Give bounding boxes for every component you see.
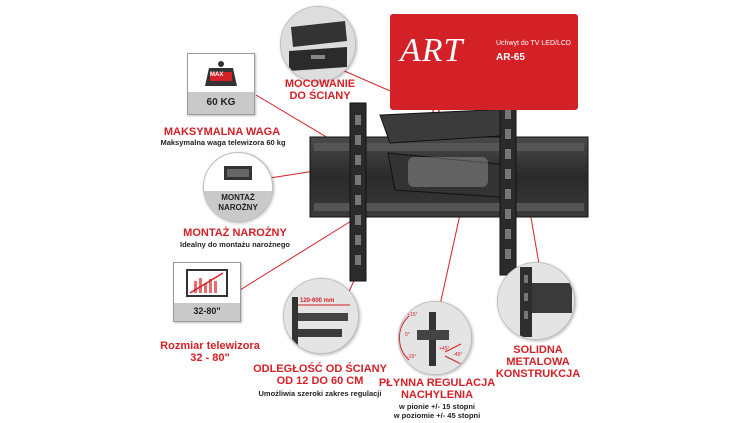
- tilt-angle-left: +45°: [439, 346, 450, 352]
- solid-construction-illustration: [498, 263, 574, 339]
- tv-size-range: 32-80": [193, 306, 221, 316]
- weight-value: 60 KG: [206, 97, 236, 108]
- wall-distance-title: ODLEGŁOŚĆ OD ŚCIANY OD 12 DO 60 CM: [250, 363, 390, 387]
- tv-size-box: 32-80": [173, 262, 241, 322]
- max-weight-box: MAX 60 KG: [187, 53, 255, 115]
- brand-panel: ART Uchwyt do TV LED/LCD AR-65: [390, 14, 578, 110]
- tilt-angle-right: -45°: [453, 352, 463, 358]
- tv-size-icon: [186, 269, 228, 297]
- solid-construction-title: SOLIDNA METALOWA KONSTRUKCJA: [488, 344, 588, 380]
- product-model: AR-65: [496, 52, 525, 63]
- weight-icon: [205, 61, 237, 86]
- tilt-adjust-circle: +15° 0° -15° +45° -45°: [398, 301, 472, 375]
- tilt-adjust-title: PŁYNNA REGULACJA NACHYLENIA: [362, 377, 512, 401]
- tilt-angle-up: +15°: [407, 312, 418, 318]
- product-line: Uchwyt do TV LED/LCD: [496, 40, 571, 47]
- corner-mount-circle: MONTAŻ NAROŻNY: [203, 152, 273, 222]
- distance-dimension: 120-600 mm: [300, 298, 335, 304]
- tilt-adjust-sub-line2: w poziomie +/- 45 stopni: [393, 411, 481, 420]
- tilt-adjust-sub-line1: w pionie +/- 15 stopni: [398, 402, 476, 411]
- solid-construction-line2: METALOWA: [506, 356, 570, 368]
- wall-mount-title-line2: DO ŚCIANY: [289, 90, 351, 102]
- tv-bracket-product: [309, 96, 589, 282]
- weight-badge: MAX: [210, 72, 224, 78]
- brand-logo: ART: [400, 32, 464, 69]
- tv-size-title: Rozmiar telewizora 32 - 80": [150, 340, 270, 364]
- tv-size-title-line1: Rozmiar telewizora: [160, 340, 260, 352]
- wall-mount-circle: [280, 6, 356, 82]
- wall-distance-title-line1: ODLEGŁOŚĆ OD ŚCIANY: [253, 363, 387, 375]
- corner-mount-title: MONTAŻ NAROŻNY: [183, 227, 287, 239]
- corner-tv-icon: [224, 166, 252, 180]
- tilt-angle-down: -15°: [407, 354, 417, 360]
- solid-construction-circle: [497, 262, 575, 340]
- wall-mount-title-line1: MOCOWANIE: [284, 78, 356, 90]
- tilt-adjust-title-line1: PŁYNNA REGULACJA: [378, 377, 496, 389]
- corner-mount-subtitle: Idealny do montażu narożnego: [179, 240, 290, 249]
- wall-distance-illustration: [284, 279, 358, 353]
- wall-distance-title-line2: OD 12 DO 60 CM: [276, 375, 364, 387]
- tilt-adjust-subtitle: w pionie +/- 15 stopni w poziomie +/- 45…: [370, 402, 504, 420]
- wall-mount-illustration: [281, 7, 355, 81]
- tilt-angle-zero: 0°: [405, 332, 410, 338]
- corner-circle-footer: [204, 191, 272, 221]
- corner-circle-line1: MONTAŻ: [221, 193, 255, 202]
- tv-size-title-line2: 32 - 80": [190, 352, 230, 364]
- max-weight-subtitle: Maksymalna waga telewizora 60 kg: [160, 138, 286, 147]
- tilt-adjust-illustration: [399, 302, 471, 374]
- wall-mount-title: MOCOWANIE DO ŚCIANY: [270, 78, 370, 102]
- solid-construction-line1: SOLIDNA: [513, 344, 563, 356]
- tilt-adjust-title-line2: NACHYLENIA: [400, 389, 474, 401]
- weight-box-footer: [188, 92, 254, 114]
- wall-distance-subtitle: Umożliwia szeroki zakres regulacji: [258, 389, 382, 398]
- max-weight-title: MAKSYMALNA WAGA: [163, 126, 281, 138]
- tv-size-footer: [174, 303, 240, 321]
- corner-circle-line2: NAROŻNY: [218, 203, 258, 212]
- solid-construction-line3: KONSTRUKCJA: [495, 368, 581, 380]
- wall-distance-circle: 120-600 mm: [283, 278, 359, 354]
